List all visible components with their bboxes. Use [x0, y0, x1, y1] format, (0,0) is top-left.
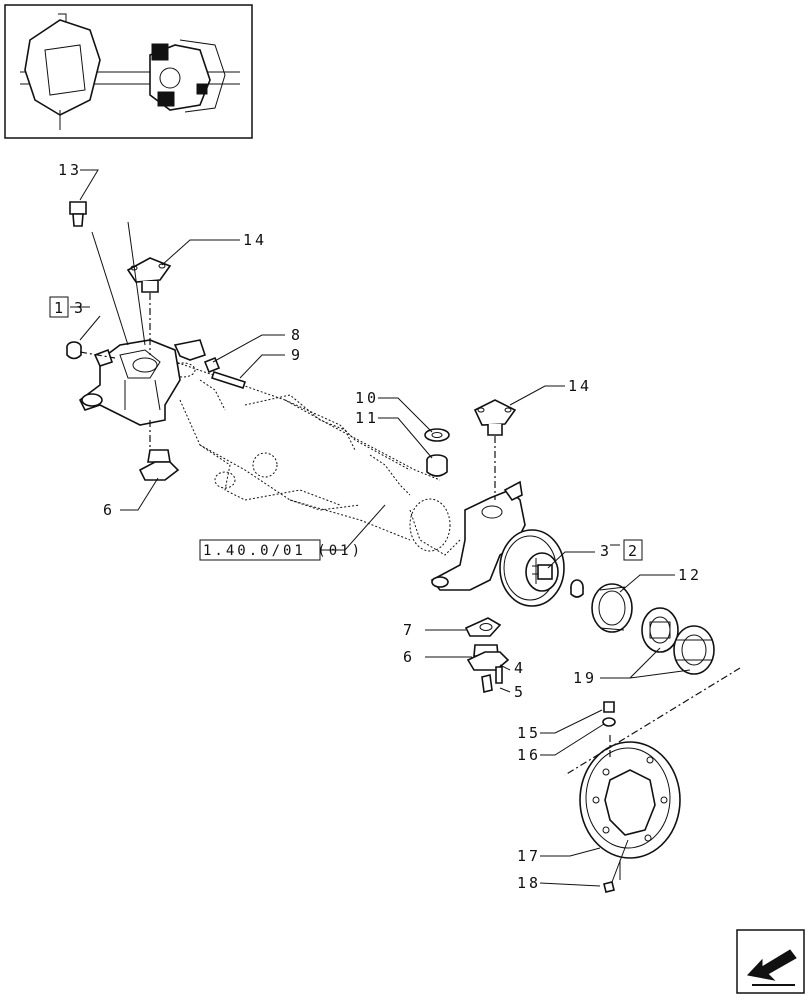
grease-nipple-5[interactable] [481, 674, 493, 693]
callout-ref-2[interactable]: 2 [628, 542, 640, 560]
callout-7[interactable]: 7 [403, 621, 415, 639]
callout-19[interactable]: 19 [573, 669, 597, 687]
washer-16[interactable] [602, 717, 616, 727]
pivot-pin-6-left[interactable] [138, 449, 180, 481]
grease-fitting-8[interactable] [203, 356, 221, 374]
callout-17[interactable]: 17 [517, 847, 541, 865]
callout-8[interactable]: 8 [291, 326, 303, 344]
callout-10[interactable]: 10 [355, 389, 379, 407]
bolt-15[interactable] [603, 701, 615, 713]
pin-18[interactable] [603, 881, 615, 893]
previous-page-arrow-icon[interactable] [736, 929, 805, 994]
wheel-hub-17[interactable] [579, 741, 681, 859]
callout-11[interactable]: 11 [355, 409, 379, 427]
callout-14-left[interactable]: 14 [243, 231, 267, 249]
pivot-pin-14-left[interactable] [126, 257, 172, 293]
callout-14-right[interactable]: 14 [568, 377, 592, 395]
washer-10[interactable] [424, 428, 450, 442]
right-steering-knuckle[interactable] [430, 480, 565, 607]
bushing-3-right[interactable] [570, 579, 584, 598]
centerline-hub [564, 667, 741, 776]
pin-9[interactable] [210, 370, 247, 390]
callout-12[interactable]: 12 [678, 566, 702, 584]
axle-housing [169, 359, 461, 556]
bearing-19-inner[interactable] [641, 607, 679, 653]
callout-3-left[interactable]: 3 [74, 299, 86, 317]
callout-5[interactable]: 5 [514, 683, 526, 701]
callout-16[interactable]: 16 [517, 746, 541, 764]
shim-7[interactable] [464, 617, 502, 637]
ref-box-1[interactable] [49, 296, 69, 318]
callout-6-right[interactable]: 6 [403, 648, 415, 666]
callout-18[interactable]: 18 [517, 874, 541, 892]
pivot-pin-6-right[interactable] [466, 644, 510, 671]
axle-assembly-thumbnail[interactable] [4, 4, 253, 139]
callout-4[interactable]: 4 [514, 659, 526, 677]
centerline-left-axle [79, 351, 116, 359]
left-steering-knuckle[interactable] [78, 339, 207, 426]
callout-ref-1[interactable]: 1 [54, 299, 66, 317]
callout-13[interactable]: 13 [58, 161, 82, 179]
bearing-19-outer[interactable] [673, 625, 715, 675]
bushing-11[interactable] [426, 454, 448, 477]
callout-6-left[interactable]: 6 [103, 501, 115, 519]
bushing-3-left[interactable] [66, 341, 82, 360]
callout-15[interactable]: 15 [517, 724, 541, 742]
ref-box-2[interactable] [623, 539, 643, 561]
pivot-pin-14-right[interactable] [473, 399, 517, 436]
seal-12[interactable] [591, 583, 633, 633]
bolt-13[interactable] [69, 201, 87, 227]
callout-3-right[interactable]: 3 [600, 542, 612, 560]
callout-9[interactable]: 9 [291, 346, 303, 364]
leader-lines [70, 169, 691, 887]
screw-4[interactable] [495, 666, 503, 684]
ref-label-1-40[interactable]: 1.40.0/01 (01) [203, 543, 363, 559]
